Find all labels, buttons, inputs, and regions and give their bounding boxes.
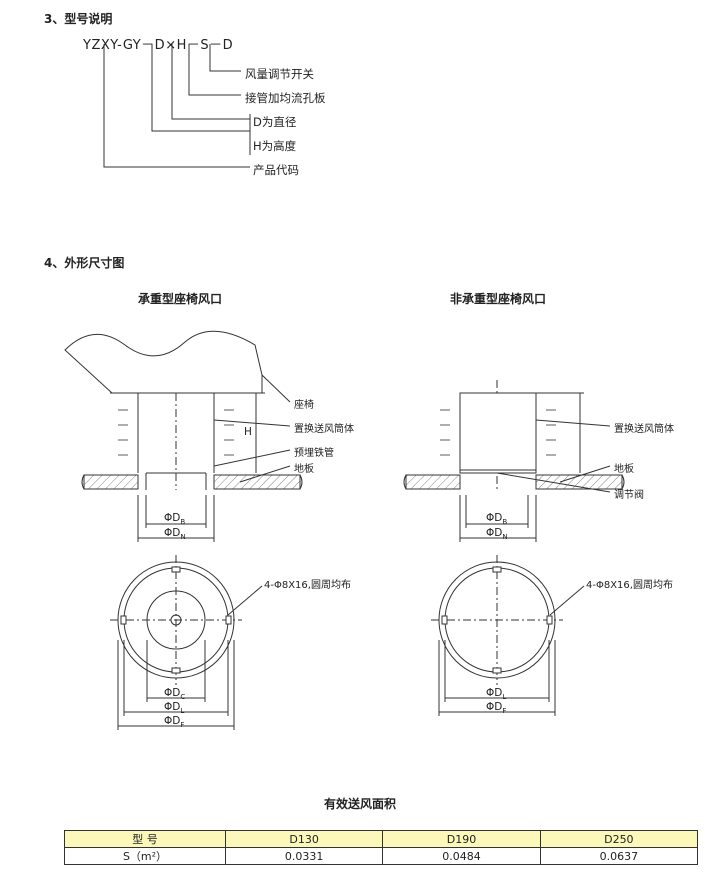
- header-d250: D250: [539, 830, 699, 848]
- ann-seat: 座椅: [294, 400, 314, 411]
- header-d190: D190: [382, 830, 541, 848]
- left-figure-title: 承重型座椅风口: [138, 292, 223, 306]
- dim-dn-left: ΦDN: [164, 527, 186, 542]
- label-product-code: 产品代码: [253, 163, 299, 177]
- header-d130: D130: [224, 830, 384, 848]
- dim-dc-left: ΦDC: [164, 687, 186, 702]
- label-height: H为高度: [253, 139, 297, 153]
- dim-dn-right: ΦDN: [486, 527, 508, 542]
- cell-d250: 0.0637: [539, 847, 699, 865]
- cell-d190: 0.0484: [382, 847, 541, 865]
- table-header-row: 型 号 D130 D190 D250: [64, 830, 699, 848]
- cell-label: S（m²）: [64, 847, 226, 865]
- dim-db-left: ΦDB: [164, 512, 186, 527]
- section-4-title: 4、外形尺寸图: [44, 256, 125, 270]
- dim-df-left: ΦDF: [164, 715, 185, 730]
- ann-floor-right: 地板: [614, 464, 634, 475]
- dim-dl-right: ΦDL: [486, 687, 507, 702]
- model-code: YZXY-GY－D×H－S－D: [83, 38, 234, 53]
- seat-shape: [64, 330, 263, 394]
- ann-cylinder-right: 置换送风筒体: [614, 424, 674, 435]
- airflow-area-table: 型 号 D130 D190 D250 S（m²） 0.0331 0.0484 0…: [64, 830, 699, 865]
- table-row: S（m²） 0.0331 0.0484 0.0637: [64, 847, 699, 865]
- label-air-switch: 风量调节开关: [245, 67, 314, 81]
- leader-plate: [188, 44, 241, 96]
- right-figure-title: 非承重型座椅风口: [450, 292, 547, 306]
- ann-embedded-pipe: 预埋铁管: [294, 448, 334, 459]
- leader-height: [151, 44, 250, 132]
- dimension-drawing: [64, 44, 625, 730]
- ann-holes-left: 4-Φ8X16,圆周均布: [264, 580, 351, 591]
- section-3-title: 3、型号说明: [44, 12, 113, 26]
- leader-diameter: [171, 44, 250, 120]
- label-diameter: D为直径: [253, 115, 297, 129]
- table-title: 有效送风面积: [323, 797, 396, 811]
- cell-d130: 0.0331: [224, 847, 384, 865]
- dim-df-right: ΦDF: [486, 701, 507, 716]
- ann-floor-left: 地板: [294, 464, 314, 475]
- dim-dl-left: ΦDL: [164, 701, 185, 716]
- header-model: 型 号: [64, 830, 226, 848]
- dim-db-right: ΦDB: [486, 512, 508, 527]
- leader-switch: [209, 44, 241, 72]
- dim-h: H: [244, 426, 252, 438]
- leader-code: [103, 44, 250, 168]
- ann-holes-right: 4-Φ8X16,圆周均布: [586, 580, 673, 591]
- ann-valve: 调节阀: [614, 490, 644, 501]
- ann-cylinder-left: 置换送风筒体: [294, 424, 354, 435]
- label-pipe-plate: 接管加均流孔板: [245, 91, 326, 105]
